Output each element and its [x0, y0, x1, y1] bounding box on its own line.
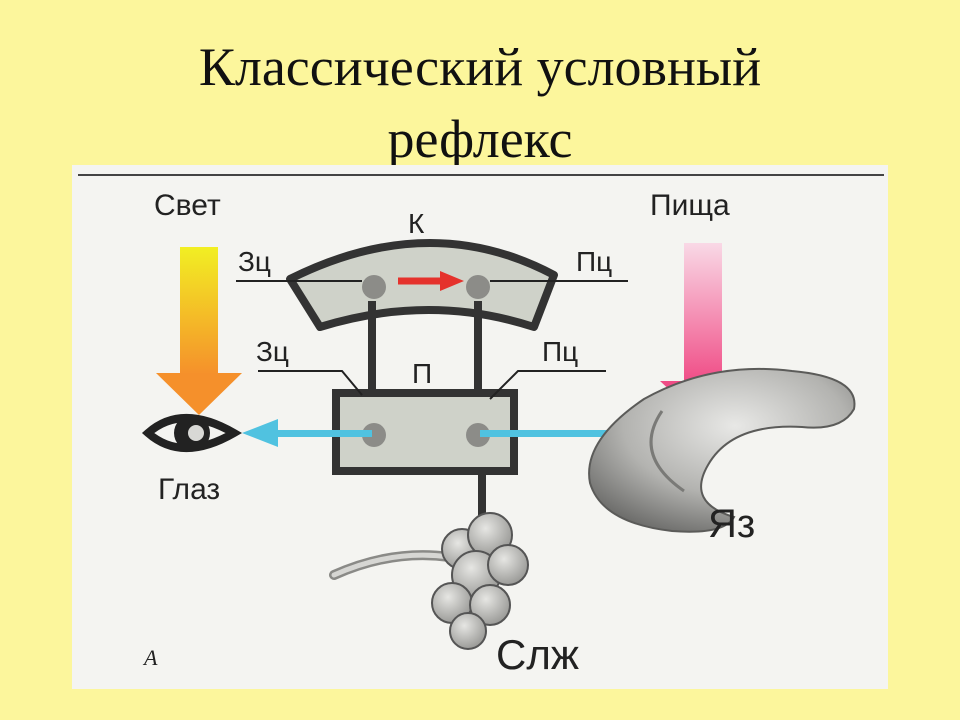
light-arrow: [156, 247, 242, 415]
page-title-line-2: рефлекс: [387, 109, 573, 169]
eye-icon: [141, 414, 243, 452]
reflex-diagram-panel: Свет Пища К Зц Пц П: [72, 165, 888, 689]
gland-label: Слж: [496, 631, 579, 678]
food-label: Пища: [650, 189, 730, 222]
efferent-connector: [478, 471, 486, 543]
cortex-left-label: Зц: [238, 246, 271, 277]
connector-left: [368, 301, 376, 423]
subcortex-left-label: Зц: [256, 336, 289, 367]
subcortex-label: П: [412, 358, 432, 389]
cortex-block: [286, 239, 558, 331]
reflex-diagram: Свет Пища К Зц Пц П: [78, 174, 884, 678]
cortex-link-arrow: [440, 271, 464, 291]
page-title-line-1: Классический условный: [198, 37, 762, 97]
tongue-label: Яз: [708, 502, 755, 546]
afferent-light-arrow: [242, 419, 372, 447]
salivary-gland-illustration: [329, 512, 529, 650]
light-label: Свет: [154, 189, 221, 222]
tongue-illustration: [588, 367, 856, 533]
cortex-right-label: Пц: [576, 246, 612, 277]
cortex-label: К: [408, 208, 425, 239]
panel-letter: А: [142, 645, 158, 670]
subcortex-right-label: Пц: [542, 336, 578, 367]
eye-label: Глаз: [158, 473, 220, 506]
connector-right: [474, 301, 482, 423]
